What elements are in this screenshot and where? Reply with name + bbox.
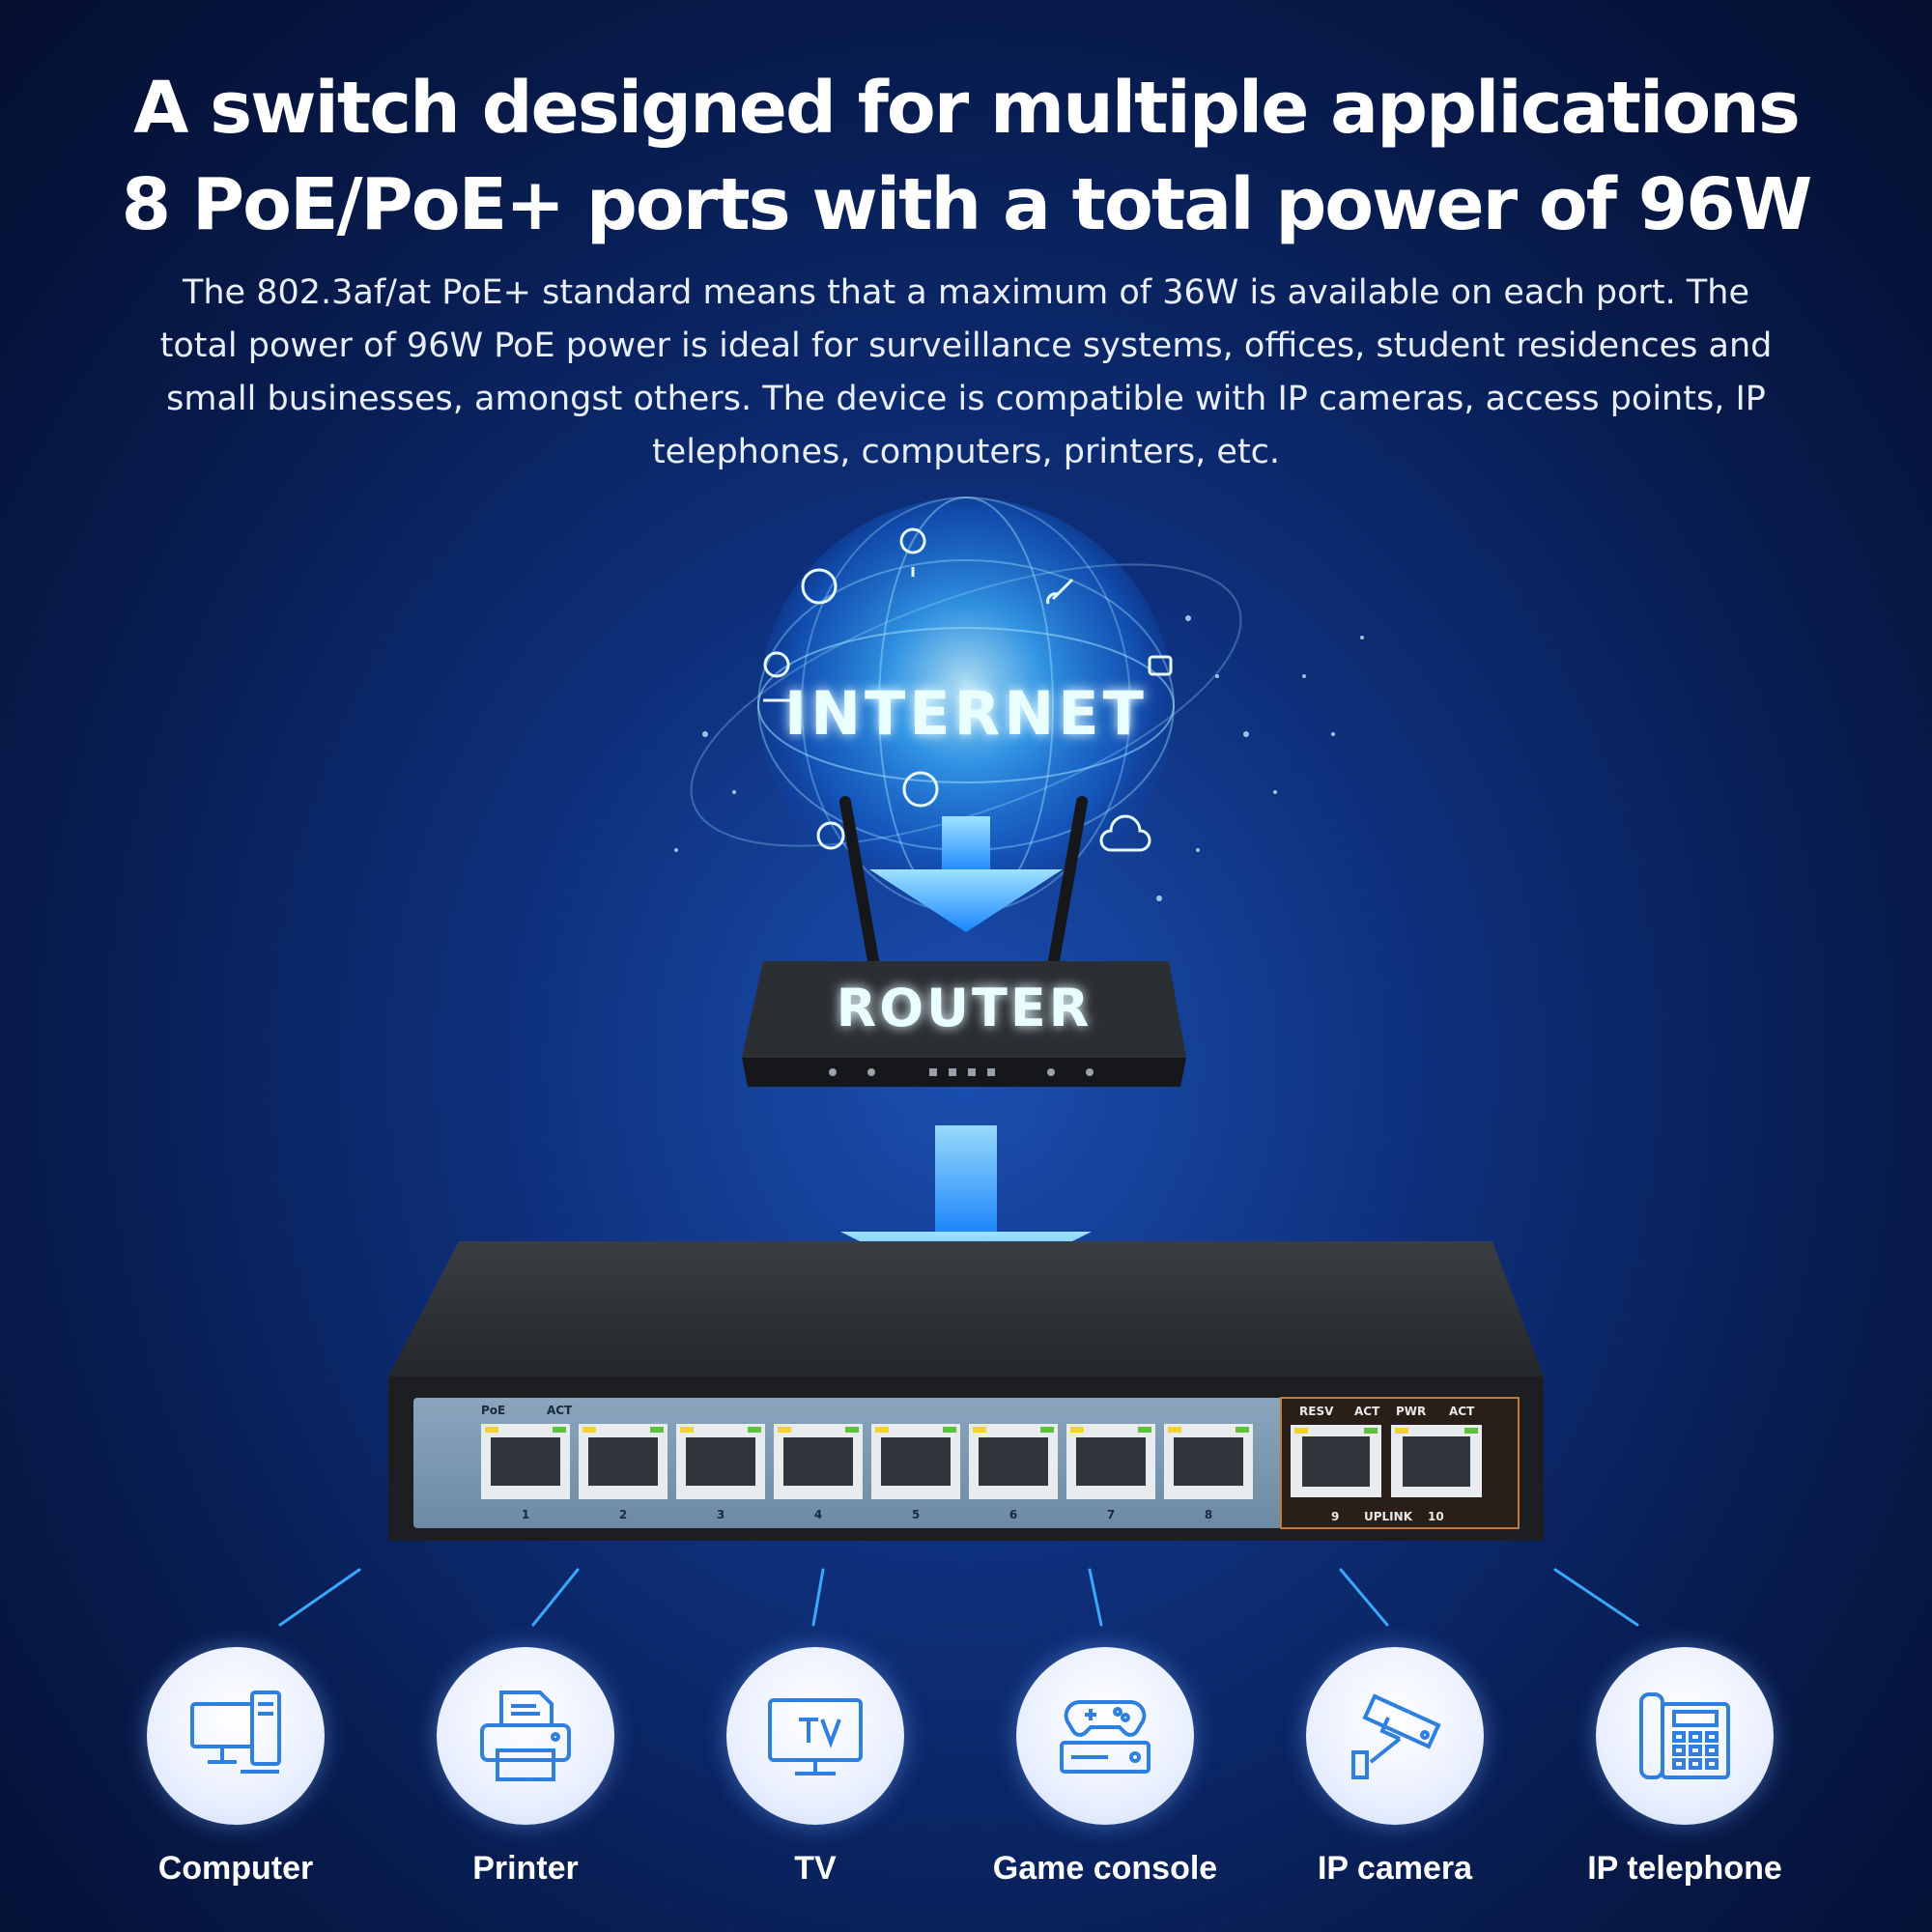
rj45-port-4: 4 [774,1424,863,1521]
device-game-console: Game console [960,1647,1250,1888]
rj45-port-1: 1 [481,1424,570,1521]
tv-icon [768,1698,863,1776]
act-header: ACT [547,1404,573,1417]
device-circle [726,1647,904,1825]
resv-header: RESV [1299,1405,1334,1418]
computer-icon [190,1690,281,1774]
description: The 802.3af/at PoE+ standard means that … [159,273,1773,471]
device-ip-telephone: IP telephone [1540,1647,1830,1888]
port-number: 4 [814,1508,822,1521]
headline-line-1: A switch designed for multiple applicati… [133,67,1801,150]
port-number: 7 [1107,1508,1115,1521]
uplink-port-9 [1291,1425,1381,1497]
device-circle [147,1647,325,1825]
port-number: 6 [1009,1508,1017,1521]
poe-header: PoE [481,1404,505,1417]
port-number: 5 [912,1508,920,1521]
uplink-label: UPLINK [1364,1510,1413,1523]
device-circle [437,1647,614,1825]
rj45-port-2: 2 [579,1424,668,1521]
device-label: Computer [157,1850,314,1887]
rj45-port-5: 5 [871,1424,960,1521]
globe-icons [763,527,1173,852]
uplink-port-10-number: 10 [1428,1510,1444,1523]
arrow-internet-to-router [869,816,1063,932]
router: ROUTER [742,796,1186,1087]
device-label: Game console [992,1850,1218,1887]
device-circle [1306,1647,1484,1825]
device-computer: Computer [91,1647,381,1888]
connector-lines [278,1568,1639,1627]
game-console-icon [1060,1700,1151,1774]
router-label: ROUTER [837,978,1093,1038]
device-label: Printer [472,1850,579,1887]
rj45-ports: 1 2 3 4 5 6 7 8 [481,1424,1253,1521]
uplink-port-10 [1391,1425,1482,1497]
device-ip-camera: IP camera [1250,1647,1540,1888]
device-circle [1016,1647,1194,1825]
headline-line-2: 8 PoE/PoE+ ports with a total power of 9… [121,163,1813,246]
device-label: IP camera [1317,1850,1473,1887]
device-label: IP telephone [1587,1850,1782,1887]
device-printer: Printer [381,1647,670,1888]
ip-telephone-icon [1639,1692,1730,1779]
uplink-port-9-number: 9 [1331,1510,1339,1523]
port-number: 2 [619,1508,627,1521]
printer-icon [480,1690,571,1781]
device-circle [1596,1647,1774,1825]
port-number: 1 [522,1508,529,1521]
rj45-port-3: 3 [676,1424,765,1521]
rj45-port-8: 8 [1164,1424,1253,1521]
globe: INTERNET [674,497,1364,914]
uplink-act-header: ACT [1354,1405,1380,1418]
rj45-port-7: 7 [1066,1424,1155,1521]
device-tv: TV [670,1647,960,1888]
headline: A switch designed for multiple applicati… [0,60,1932,253]
port-number: 8 [1205,1508,1212,1521]
internet-label: INTERNET [784,678,1148,749]
poe-switch: PoE ACT 1 2 3 4 5 6 7 8 RESV ACT PWR ACT 9 UPLI… [388,1241,1544,1541]
uplink-act2-header: ACT [1449,1405,1475,1418]
port-number: 3 [717,1508,724,1521]
ip-camera-icon [1351,1693,1441,1779]
rj45-port-6: 6 [969,1424,1058,1521]
device-label: TV [794,1850,837,1887]
pwr-header: PWR [1396,1405,1426,1418]
